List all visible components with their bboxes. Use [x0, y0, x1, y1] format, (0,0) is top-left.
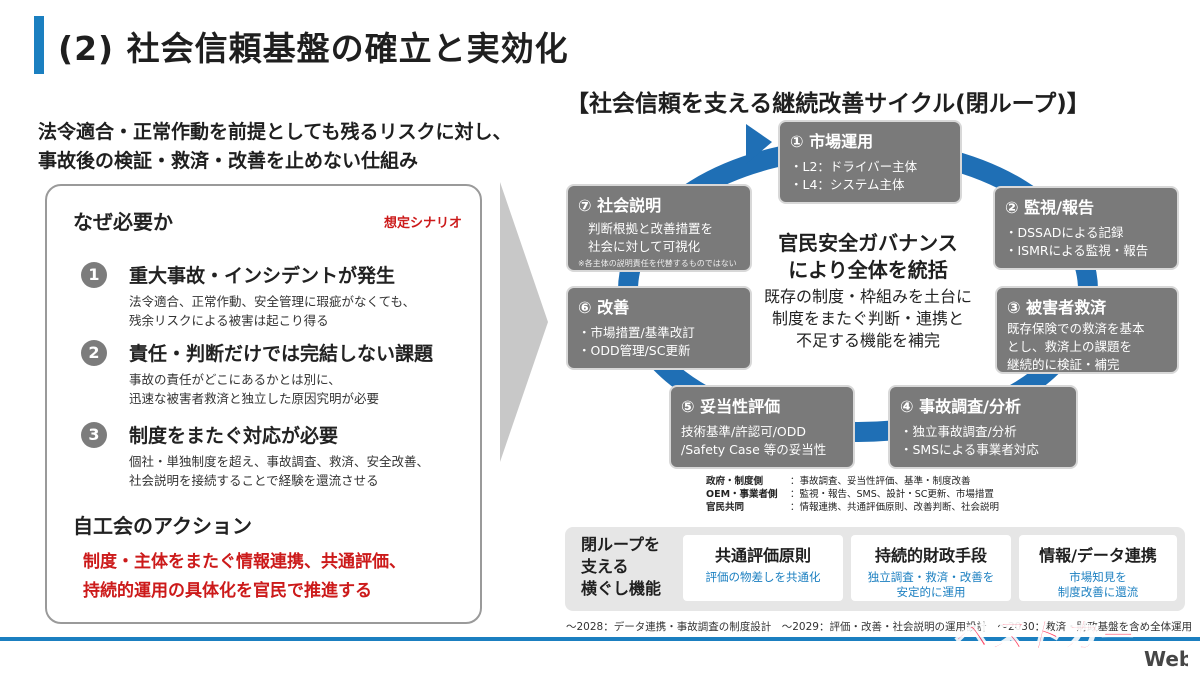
reason-heading: 制度をまたぐ対応が必要 [129, 425, 339, 447]
cycle-node-improvement: ⑥ 改善 ・市場措置/基準改訂 ・ODD管理/SC更新 [566, 286, 752, 370]
lead-line-1: 法令適合・正常作動を前提としても残るリスクに対し、 [38, 121, 512, 143]
node-line: ・L2：ドライバー主体 [790, 159, 918, 174]
cycle-node-accident-investigation: ④ 事故調査/分析 ・独立事故調査/分析 ・SMSによる事業者対応 [888, 385, 1078, 469]
node-line: とし、救済上の課題を [1007, 339, 1133, 354]
reason-body-line: 事故の責任がどこにあるかとは別に、 [129, 372, 341, 387]
action-body: 制度・主体をまたぐ情報連携、共通評価、 持続的運用の具体化を官民で推進する [83, 548, 406, 606]
node-line: 既存保険での救済を基本 [1007, 321, 1145, 336]
chevron-right-icon [500, 182, 548, 462]
node-line: ・ISMRによる監視・報告 [1005, 243, 1149, 258]
title-accent-bar [34, 16, 44, 74]
node-heading: ① 市場運用 [790, 132, 874, 151]
node-heading: ⑦ 社会説明 [578, 196, 662, 215]
cycle-node-victim-relief: ③ 被害者救済 既存保険での救済を基本 とし、救済上の課題を 継続的に検証・補完 [995, 286, 1179, 374]
reason-body: 個社・単独制度を超え、事故調査、救済、安全改善、 社会説明を接続することで経験を… [129, 452, 429, 490]
node-heading: ⑥ 改善 [578, 298, 630, 317]
reason-body-line: 法令適合、正常作動、安全管理に瑕疵がなくても、 [129, 294, 416, 309]
node-heading: ⑤ 妥当性評価 [681, 397, 781, 416]
node-line: ・DSSADによる記録 [1005, 225, 1124, 240]
support-card-line: 独立調査・救済・改善を [867, 570, 995, 584]
center-body-line: 不足する機能を補完 [795, 331, 940, 350]
center-body-line: 制度をまたぐ判断・連携と [771, 309, 964, 328]
support-card-line: 制度改善に還流 [1057, 585, 1139, 599]
node-line: ・独立事故調査/分析 [900, 424, 1017, 439]
lead-text: 法令適合・正常作動を前提としても残るリスクに対し、 事故後の検証・救済・改善を止… [38, 118, 511, 176]
node-line: /Safety Case 等の妥当性 [681, 442, 827, 457]
support-card-financial-means: 持続的財政手段 独立調査・救済・改善を 安定的に運用 [851, 535, 1011, 601]
role-assignments: 政府・制度側 ：事故調査、妥当性評価、基準・制度改善 OEM・事業者側 ：監視・… [706, 475, 999, 514]
center-heading: 官民安全ガバナンス [778, 231, 958, 255]
roadmap-timeline: ～2028：データ連携・事故調査の制度設計 ～2029：評価・改善・社会説明の運… [566, 621, 1193, 633]
support-heading: 閉ループを 支える 横ぐし機能 [581, 534, 661, 600]
number-badge: 1 [81, 262, 107, 288]
reason-body-line: 個社・単独制度を超え、事故調査、救済、安全改善、 [129, 454, 430, 469]
support-card-common-evaluation: 共通評価原則 評価の物差しを共通化 [683, 535, 843, 601]
reason-body: 事故の責任がどこにあるかとは別に、 迅速な被害者救済と独立した原因究明が必要 [129, 370, 379, 408]
node-line: ・L4：システム主体 [790, 177, 905, 192]
action-title: 自工会のアクション [73, 514, 252, 538]
role-label: 政府・制度側 [706, 476, 764, 487]
support-heading-line: 閉ループを [581, 535, 661, 554]
page-title: (2) 社会信頼基盤の確立と実効化 [58, 29, 569, 68]
action-line: 持続的運用の具体化を官民で推進する [83, 581, 372, 601]
role-label: OEM・事業者側 [706, 489, 778, 500]
support-heading-line: 支える [581, 557, 629, 576]
cross-cutting-functions-panel: 閉ループを 支える 横ぐし機能 共通評価原則 評価の物差しを共通化 持続的財政手… [565, 527, 1185, 611]
node-line: 技術基準/許認可/ODD [681, 424, 807, 439]
node-line: 継続的に検証・補完 [1007, 357, 1120, 372]
node-footnote: ※各主体の説明責任を代替するものではない [578, 259, 737, 268]
node-line: ・市場措置/基準改訂 [578, 325, 695, 340]
svg-text:Web: Web [1144, 647, 1188, 671]
center-body-line: 既存の制度・枠組みを土台に [763, 287, 972, 306]
cycle-arrow-icon [746, 124, 772, 164]
scenario-label: 想定シナリオ [383, 216, 462, 231]
footer-divider [0, 637, 1200, 641]
node-heading: ④ 事故調査/分析 [900, 397, 1021, 416]
bestcar-web-logo: ベストカー Web [951, 615, 1188, 671]
node-line: 判断根拠と改善措置を [588, 221, 714, 236]
support-card-title: 情報/データ連携 [1039, 546, 1157, 565]
action-line: 制度・主体をまたぐ情報連携、共通評価、 [83, 552, 406, 572]
support-card-title: 共通評価原則 [714, 546, 811, 565]
cycle-node-social-explanation: ⑦ 社会説明 判断根拠と改善措置を 社会に対して可視化 ※各主体の説明責任を代替… [566, 184, 752, 272]
role-label: 官民共同 [706, 502, 745, 513]
support-card-data-linkage: 情報/データ連携 市場知見を 制度改善に還流 [1019, 535, 1177, 601]
center-heading: により全体を統括 [788, 258, 948, 282]
governance-center: 官民安全ガバナンス により全体を統括 既存の制度・枠組みを土台に 制度をまたぐ判… [748, 230, 988, 352]
support-card-line: 安定的に運用 [896, 585, 966, 599]
why-needed-title: なぜ必要か [73, 210, 173, 234]
reason-body-line: 社会説明を接続することで経験を還流させる [129, 473, 379, 488]
reason-heading: 重大事故・インシデントが発生 [129, 265, 396, 287]
node-line: 社会に対して可視化 [588, 239, 701, 254]
node-heading: ③ 被害者救済 [1007, 298, 1107, 317]
support-card-line: 評価の物差しを共通化 [705, 570, 821, 584]
why-needed-panel: なぜ必要か 想定シナリオ 1 重大事故・インシデントが発生 法令適合、正常作動、… [45, 184, 482, 624]
node-line: ・ODD管理/SC更新 [578, 343, 691, 358]
role-value: ：情報連携、共通評価原則、改善判断、社会説明 [790, 502, 1000, 513]
lead-line-2: 事故後の検証・救済・改善を止めない仕組み [38, 150, 419, 172]
number-badge: 3 [81, 422, 107, 448]
cycle-node-validity-assessment: ⑤ 妥当性評価 技術基準/許認可/ODD /Safety Case 等の妥当性 [669, 385, 855, 469]
center-body: 既存の制度・枠組みを土台に 制度をまたぐ判断・連携と 不足する機能を補完 [748, 286, 988, 352]
role-row: 官民共同 ：情報連携、共通評価原則、改善判断、社会説明 [706, 501, 999, 514]
cycle-node-market-operation: ① 市場運用 ・L2：ドライバー主体 ・L4：システム主体 [778, 120, 962, 204]
role-row: OEM・事業者側 ：監視・報告、SMS、設計・SC更新、市場措置 [706, 488, 999, 501]
reason-body-line: 迅速な被害者救済と独立した原因究明が必要 [129, 391, 380, 406]
role-value: ：事故調査、妥当性評価、基準・制度改善 [790, 476, 971, 487]
reason-body-line: 残余リスクによる被害は起こり得る [129, 313, 329, 328]
number-badge: 2 [81, 340, 107, 366]
role-value: ：監視・報告、SMS、設計・SC更新、市場措置 [790, 489, 994, 500]
cycle-node-monitoring: ② 監視/報告 ・DSSADによる記録 ・ISMRによる監視・報告 [993, 186, 1179, 270]
support-card-title: 持続的財政手段 [874, 546, 987, 565]
reason-heading: 責任・判断だけでは完結しない課題 [129, 343, 434, 365]
support-heading-line: 横ぐし機能 [581, 579, 662, 598]
reason-body: 法令適合、正常作動、安全管理に瑕疵がなくても、 残余リスクによる被害は起こり得る [129, 292, 415, 330]
svg-text:ベストカー: ベストカー [952, 616, 1134, 657]
cycle-title: 【社会信頼を支える継続改善サイクル(閉ループ)】 [566, 91, 1090, 117]
role-row: 政府・制度側 ：事故調査、妥当性評価、基準・制度改善 [706, 475, 999, 488]
support-card-line: 市場知見を [1069, 570, 1127, 584]
node-line: ・SMSによる事業者対応 [900, 442, 1039, 457]
node-heading: ② 監視/報告 [1005, 198, 1094, 217]
